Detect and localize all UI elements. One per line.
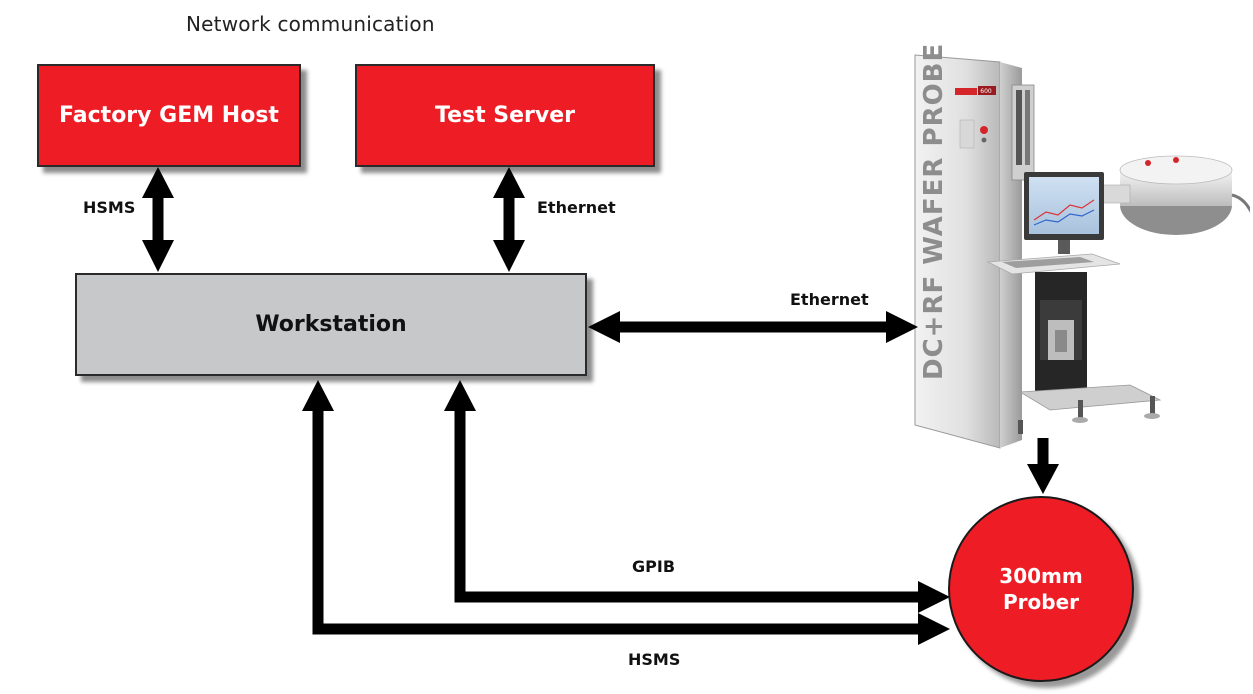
equipment-side-text: DC+RF WAFER PROBE	[919, 43, 949, 380]
factory-gem-host-label: Factory GEM Host	[59, 103, 279, 128]
test-server-label: Test Server	[434, 103, 575, 128]
hsms-prober-label: HSMS	[628, 650, 681, 669]
test-server-box: Test Server	[355, 64, 655, 167]
wafer-probe-system-image: 600 DC+RF WAFER PROBE	[914, 43, 1250, 449]
hsms-host-label: HSMS	[83, 198, 136, 217]
ethernet-server-arrow	[493, 167, 525, 272]
ethernet-system-arrow	[588, 311, 918, 343]
prober-label-line2: Prober	[1002, 590, 1079, 614]
ethernet-system-label: Ethernet	[790, 290, 869, 309]
system-to-prober-arrow	[1027, 438, 1059, 494]
prober-circle: 300mm Prober	[948, 496, 1134, 682]
gpib-arrow	[444, 380, 950, 613]
hsms-host-arrow	[142, 167, 174, 272]
hsms-prober-arrow	[302, 380, 950, 645]
prober-label-line1: 300mm	[999, 564, 1083, 588]
ethernet-server-label: Ethernet	[537, 198, 616, 217]
gpib-label: GPIB	[632, 557, 676, 576]
workstation-box: Workstation	[75, 273, 587, 376]
diagram-title: Network communication	[186, 12, 435, 36]
workstation-label: Workstation	[255, 312, 407, 337]
factory-gem-host-box: Factory GEM Host	[37, 64, 301, 167]
equipment-badge-text: 600	[980, 88, 992, 95]
